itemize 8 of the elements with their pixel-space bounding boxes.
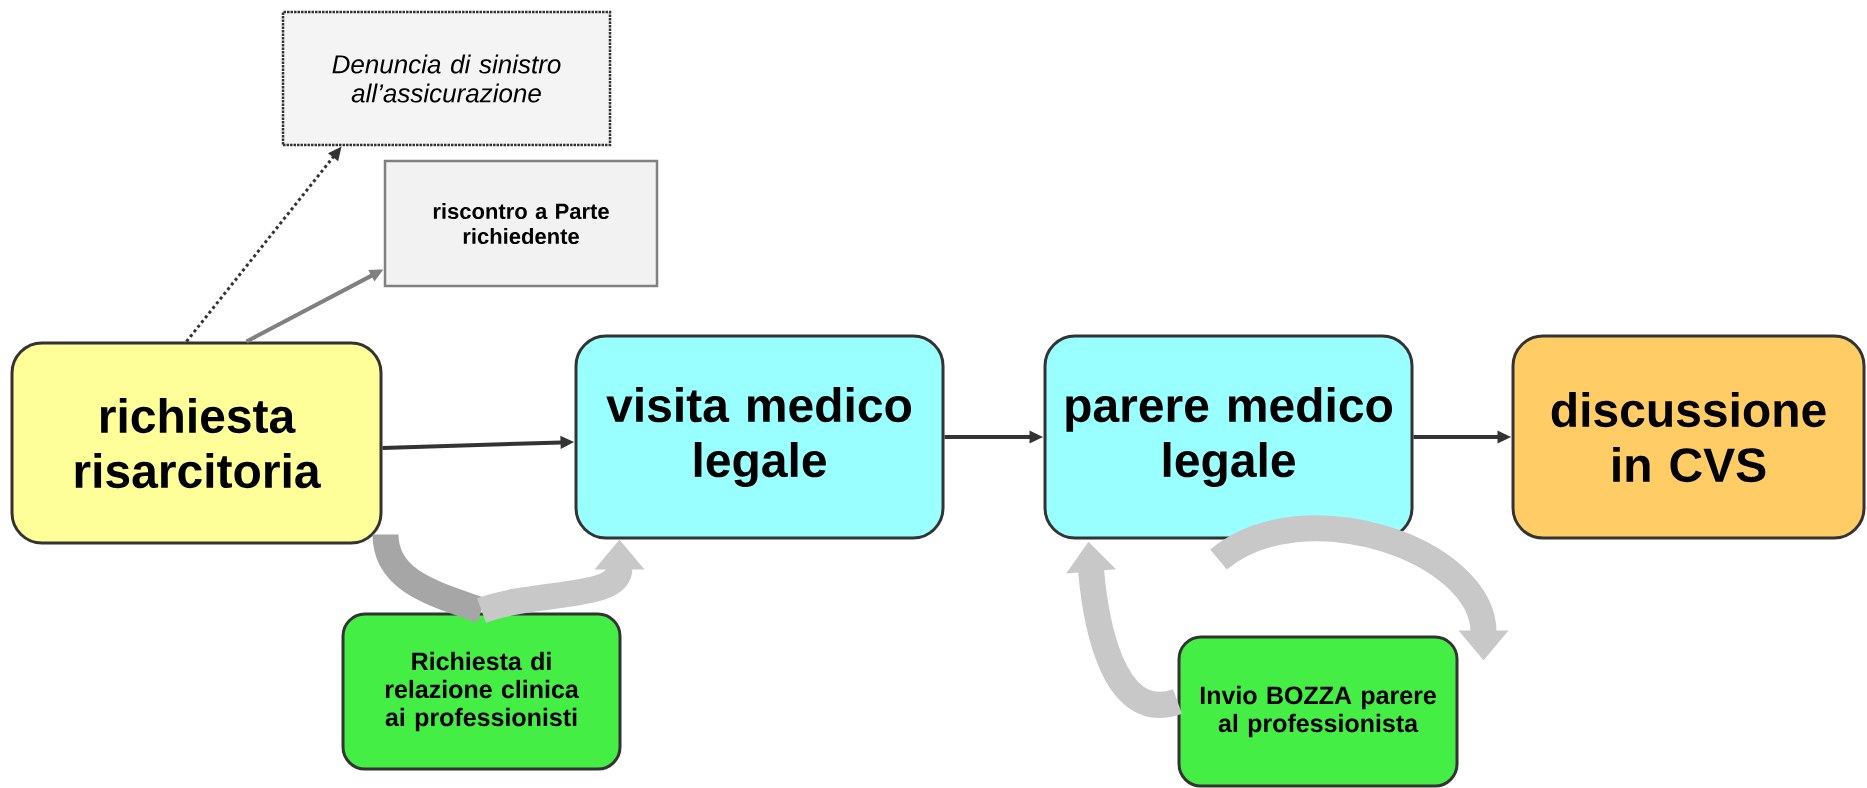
note-box: Denuncia di sinistro all’assicurazione [281, 10, 612, 147]
process-box: discussione in CVS [1511, 334, 1866, 540]
response-box: riscontro a Parte richiedente [383, 159, 659, 288]
process-box: richiesta risarcitoria [10, 341, 383, 545]
process-box: visita medico legale [574, 334, 945, 540]
process-box: Richiesta di relazione clinica ai professionisti [341, 612, 622, 771]
process-box: Invio BOZZA parere al professionista [1177, 635, 1459, 788]
process-box: parere medico legale [1043, 334, 1414, 540]
